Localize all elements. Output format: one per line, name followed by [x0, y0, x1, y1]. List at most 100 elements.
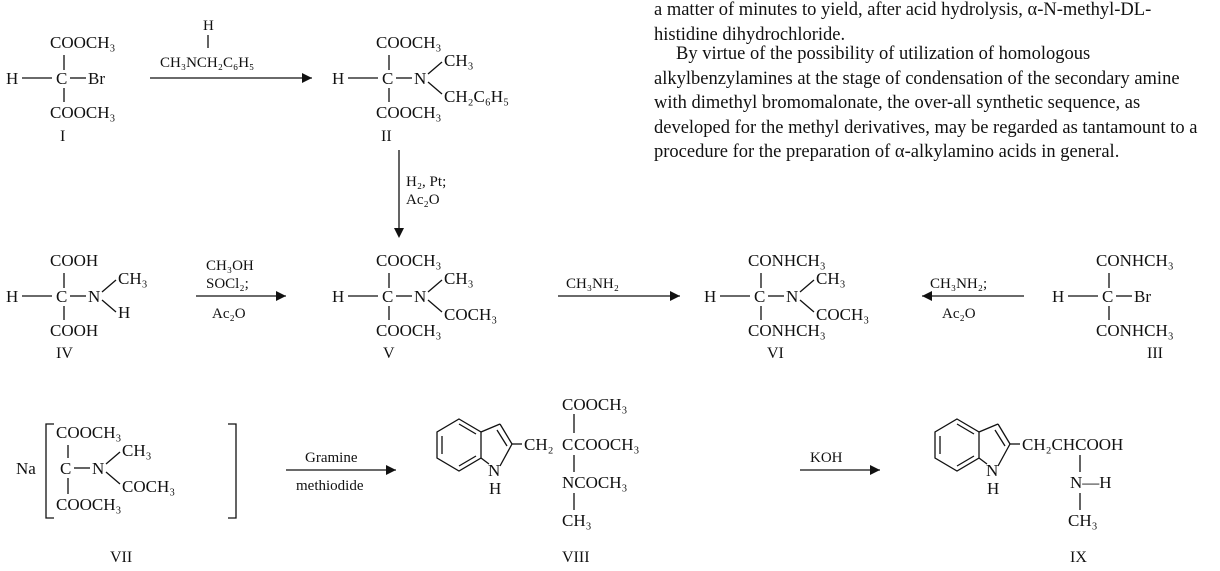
acetamido-group: NCOCH₃: [562, 473, 628, 492]
carbon-atom: C: [754, 287, 765, 306]
ester-group: COOCH₃: [574, 435, 640, 454]
acetyl-group: COCH₃: [122, 477, 175, 496]
compound-label: I: [60, 128, 65, 145]
carbon-atom: C: [56, 287, 67, 306]
ester-group: COOCH₃: [376, 321, 442, 340]
methyl-group: CH₃: [444, 269, 474, 288]
reagent-thionyl-chloride: SOCl₂;: [206, 276, 249, 292]
body-paragraph: By virtue of the possibility of utilizat…: [654, 44, 1198, 162]
hydrogen-atom: H: [6, 287, 18, 306]
hydrogen-atom: H: [1052, 287, 1064, 306]
ester-group: COOCH₃: [50, 103, 116, 122]
hydrogen-atom: H: [987, 479, 999, 498]
benzyl-group: CH₂C₆H₅: [444, 87, 509, 106]
hydrogen-atom: H: [332, 287, 344, 306]
text-fragment: a matter of minutes to yield, after acid…: [654, 0, 1152, 45]
amide-group: CONHCH₃: [748, 251, 826, 270]
compound-label: II: [381, 128, 392, 145]
carboxyl-group: COOH: [50, 321, 98, 340]
arrow-8-to-9: KOH: [800, 450, 880, 475]
compound-label: V: [383, 345, 395, 362]
compound-6: CONHCH₃ H C N CH₃ COCH₃ CONHCH₃ VI: [704, 251, 869, 362]
carbon-atom: C: [382, 287, 393, 306]
carbon-atom: C: [1102, 287, 1113, 306]
nitrogen-atom: N: [488, 461, 500, 480]
reagent-methiodide: methiodide: [296, 478, 364, 494]
hydrogen-atom: H: [118, 303, 130, 322]
hydrogen-atom: H: [332, 69, 344, 88]
bromine-atom: Br: [1134, 287, 1151, 306]
nitrogen-atom: N: [986, 461, 998, 480]
compound-label: VI: [767, 345, 784, 362]
methylene-group: CH₂: [524, 435, 554, 454]
side-chain: CH₂CHCOOH: [1022, 435, 1123, 454]
reagent-potassium-hydroxide: KOH: [810, 450, 843, 466]
reagent-acetic-anhydride: Ac₂O: [212, 306, 246, 322]
arrow-1-to-2: H CH₃NCH₂C₆H₅: [150, 18, 312, 83]
ester-group: COOCH₃: [56, 423, 122, 442]
reagent-amine: CH₃NCH₂C₆H₅: [160, 55, 254, 71]
reagent-methylamine: CH₃NH₂: [566, 276, 619, 292]
bromine-atom: Br: [88, 69, 105, 88]
methyl-group: CH₃: [122, 441, 152, 460]
arrow-3-to-6: CH₃NH₂; Ac₂O: [922, 276, 1024, 322]
reagent-gramine: Gramine: [305, 450, 358, 466]
compound-4: COOH H C N CH₃ H COOH IV: [6, 251, 148, 362]
arrow-2-to-5: H₂, Pt; Ac₂O: [394, 150, 446, 238]
carboxyl-group: COOH: [50, 251, 98, 270]
arrow-5-to-6: CH₃NH₂: [558, 276, 680, 301]
methyl-group: CH₃: [444, 51, 474, 70]
indole-ring: N H: [934, 418, 1011, 498]
hydrogen-atom: H: [704, 287, 716, 306]
ester-group: COOCH₃: [56, 495, 122, 514]
reagent-methylamine: CH₃NH₂;: [930, 276, 987, 292]
reagent-hydrogen: H: [203, 18, 214, 34]
nitrogen-atom: N: [92, 459, 104, 478]
carbon-atom: C: [56, 69, 67, 88]
sodium-atom: Na: [16, 459, 36, 478]
compound-2: COOCH₃ H C N CH₃ CH₂C₆H₅ COOCH₃ II: [332, 33, 509, 145]
methyl-group: CH₃: [1068, 511, 1098, 530]
indole-ring: N H: [436, 418, 513, 498]
compound-7: Na COOCH₃ C N CH₃ COCH₃ COOCH₃ VII: [16, 423, 237, 566]
ester-group: COOCH₃: [376, 103, 442, 122]
carbon-atom: C: [382, 69, 393, 88]
carbon-atom: C: [562, 435, 573, 454]
nitrogen-atom: N: [414, 69, 426, 88]
compound-label: III: [1147, 345, 1163, 362]
compound-label: VIII: [562, 549, 590, 566]
compound-5: COOCH₃ H C N CH₃ COCH₃ COOCH₃ V: [332, 251, 497, 362]
nitrogen-atom: N: [786, 287, 798, 306]
ester-group: COOCH₃: [562, 395, 628, 414]
compound-label: IV: [56, 345, 73, 362]
reagent-acetic-anhydride: Ac₂O: [406, 192, 440, 208]
compound-3: CONHCH₃ H C Br CONHCH₃ III: [1052, 251, 1174, 362]
methyl-group: CH₃: [816, 269, 846, 288]
ester-group: COOCH₃: [376, 33, 442, 52]
compound-8: N H CH₂ C COOCH₃ COOCH₃ NCOCH₃ CH₃ VIII: [436, 395, 640, 566]
nitrogen-atom: N: [88, 287, 100, 306]
amide-group: CONHCH₃: [1096, 321, 1174, 340]
hydrogen-atom: H: [6, 69, 18, 88]
acetyl-group: COCH₃: [816, 305, 869, 324]
reagent-acetic-anhydride: Ac₂O: [942, 306, 976, 322]
ester-group: COOCH₃: [50, 33, 116, 52]
compound-label: IX: [1070, 549, 1087, 566]
methyl-group: CH₃: [118, 269, 148, 288]
amine-group: N—H: [1070, 473, 1112, 492]
compound-9: N H CH₂CHCOOH N—H CH₃ IX: [934, 418, 1123, 566]
reagent-methanol: CH₃OH: [206, 258, 254, 274]
nitrogen-atom: N: [414, 287, 426, 306]
amide-group: CONHCH₃: [748, 321, 826, 340]
carbon-atom: C: [60, 459, 71, 478]
acetyl-group: COCH₃: [444, 305, 497, 324]
reagent-hydrogenation: H₂, Pt;: [406, 174, 446, 190]
compound-1: COOCH₃ H C Br COOCH₃ I: [6, 33, 116, 145]
arrow-7-to-8: Gramine methiodide: [286, 450, 396, 494]
amide-group: CONHCH₃: [1096, 251, 1174, 270]
ester-group: COOCH₃: [376, 251, 442, 270]
compound-label: VII: [110, 549, 132, 566]
arrow-4-to-5: CH₃OH SOCl₂; Ac₂O: [196, 258, 286, 322]
hydrogen-atom: H: [489, 479, 501, 498]
